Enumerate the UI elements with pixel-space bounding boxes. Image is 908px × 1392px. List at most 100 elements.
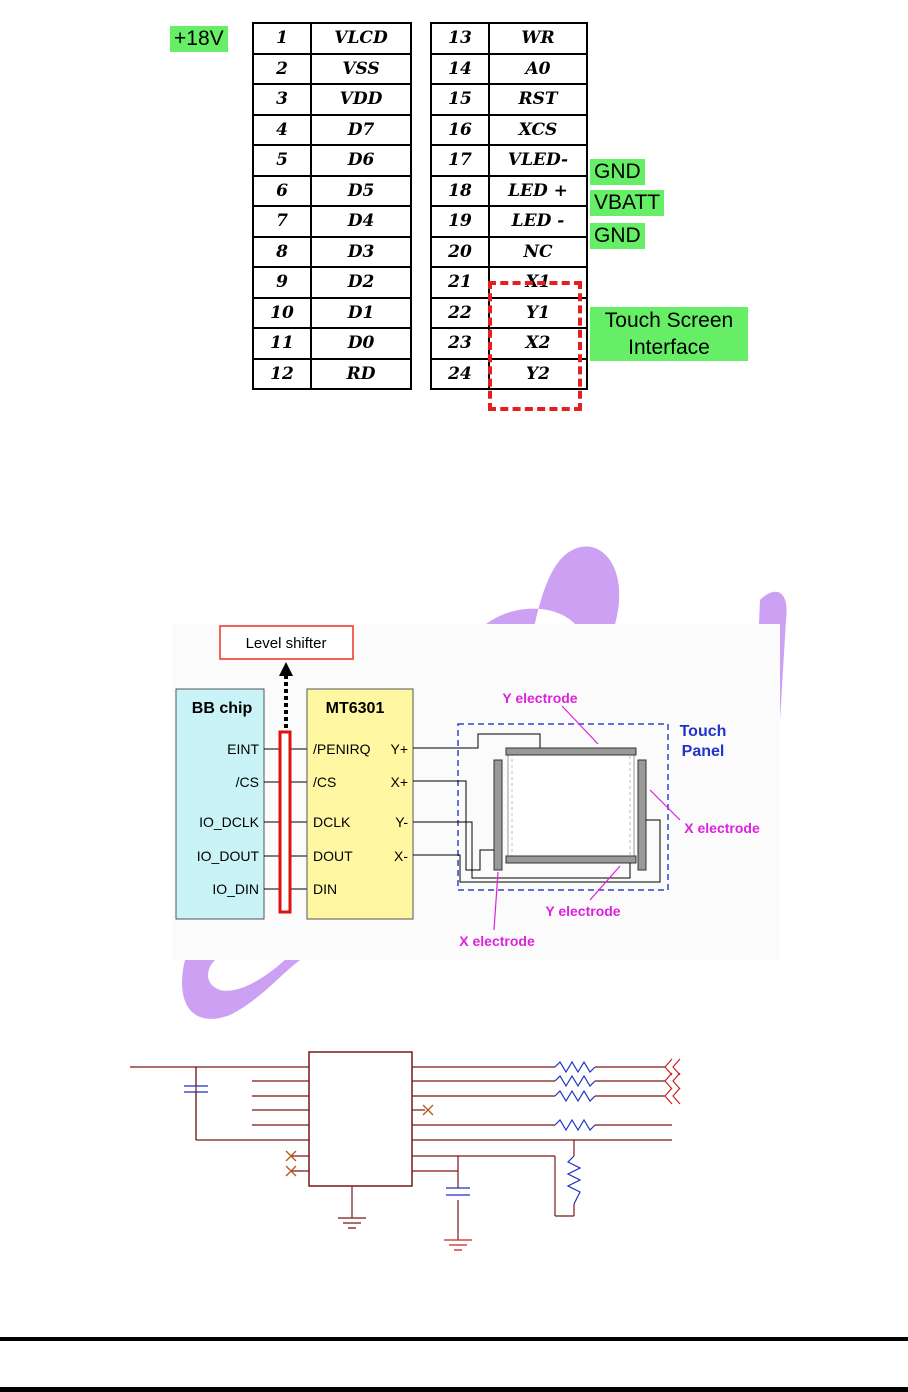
mt6301-right-pin-label: Y-	[395, 814, 408, 830]
wire-x-minus	[413, 819, 661, 883]
mt6301-left-pin-label: /CS	[313, 774, 336, 790]
pin-number: 12	[252, 357, 312, 390]
pin-signal: D4	[310, 205, 412, 238]
pin-number: 16	[430, 113, 490, 146]
pin-signal: XCS	[488, 113, 588, 146]
arrow-x-right	[649, 789, 681, 821]
pin-number: 19	[430, 205, 490, 238]
pin-number: 17	[430, 144, 490, 177]
mt6301-left-pin-label: /PENIRQ	[313, 741, 371, 757]
pin-number: 10	[252, 296, 312, 329]
arrow-y-bottom	[589, 865, 621, 901]
bb-chip-pin-label: EINT	[227, 741, 259, 757]
pin-signal: VSS	[310, 52, 412, 85]
schematic-resistor	[554, 1089, 596, 1103]
touch-panel-frame	[457, 723, 669, 891]
label-y-electrode-top: Y electrode	[502, 690, 577, 706]
level-shifter-arrowhead	[279, 662, 293, 676]
pin-signal: LED +	[488, 174, 588, 207]
bb-chip-pin-label: IO_DIN	[212, 881, 259, 897]
pin-number: 5	[252, 144, 312, 177]
arrow-x-left	[493, 871, 499, 931]
level-shifter-box	[219, 625, 354, 660]
mt6301-left-pin-label: DIN	[313, 881, 337, 897]
y-electrode-top	[505, 747, 637, 756]
wire-y-plus	[413, 733, 541, 749]
touch-pins-highlight	[488, 281, 582, 411]
pin-signal: VDD	[310, 83, 412, 116]
pin-signal: VLED-	[488, 144, 588, 177]
footer-rule-top	[0, 1337, 908, 1341]
label-y-electrode-bottom: Y electrode	[545, 903, 620, 919]
pin-number: 13	[430, 22, 490, 55]
schematic-ic-body	[308, 1051, 413, 1187]
schematic-nc	[285, 1150, 297, 1162]
pin-number: 2	[252, 52, 312, 85]
level-shifter-label: Level shifter	[246, 635, 327, 652]
mt6301-right-pin-label: Y+	[390, 741, 408, 757]
tag-touch-line1: Touch Screen	[604, 309, 734, 332]
pin-number: 3	[252, 83, 312, 116]
mt6301-left-pin-label: DOUT	[313, 848, 353, 864]
tag-led-minus: GND	[590, 223, 645, 249]
mt6301-right-pin-label: X+	[390, 774, 408, 790]
pin-signal: D7	[310, 113, 412, 146]
pin-number: 21	[430, 266, 490, 299]
touch-panel-label-line2: Panel	[682, 743, 725, 760]
pin-signal: RST	[488, 83, 588, 116]
mt6301-left-pin-label: DCLK	[313, 814, 351, 830]
pin-number: 6	[252, 174, 312, 207]
pin-signal: LED -	[488, 205, 588, 238]
pin-number: 1	[252, 22, 312, 55]
level-shift-bus	[278, 730, 292, 914]
pin-signal: D5	[310, 174, 412, 207]
schematic-connector	[664, 1058, 673, 1076]
footer-rule-bottom	[0, 1387, 908, 1392]
tag-touch-line2: Interface	[628, 336, 710, 359]
schematic-nc	[285, 1165, 297, 1177]
bb-chip-pin-label: IO_DOUT	[197, 848, 260, 864]
tag-vlcd: +18V	[170, 26, 228, 52]
schematic-resistor	[554, 1118, 596, 1132]
pin-number: 8	[252, 235, 312, 268]
mt6301-title: MT6301	[326, 700, 385, 717]
x-electrode-left	[493, 759, 503, 871]
mt6301-right-pin-label: X-	[394, 848, 408, 864]
schematic-connector	[672, 1087, 681, 1105]
schematic-resistor	[566, 1155, 582, 1205]
pin-signal: RD	[310, 357, 412, 390]
tag-vled-minus: GND	[590, 159, 645, 185]
pin-number: 7	[252, 205, 312, 238]
touch-panel-label-line1: Touch	[680, 723, 727, 740]
bb-chip-box	[175, 688, 265, 920]
pin-signal: Y2	[488, 357, 588, 390]
bb-chip-pin-label: IO_DCLK	[199, 814, 260, 830]
schematic-resistor	[554, 1060, 596, 1074]
schematic-connector	[664, 1072, 673, 1090]
pin-signal: D2	[310, 266, 412, 299]
tag-touch-interface: Touch Screen Interface	[590, 307, 748, 361]
schematic-connector	[672, 1072, 681, 1090]
pin-number: 4	[252, 113, 312, 146]
x-electrode-right	[637, 759, 647, 871]
bb-chip-pin-label: /CS	[236, 774, 259, 790]
wire-x-plus	[413, 780, 494, 871]
